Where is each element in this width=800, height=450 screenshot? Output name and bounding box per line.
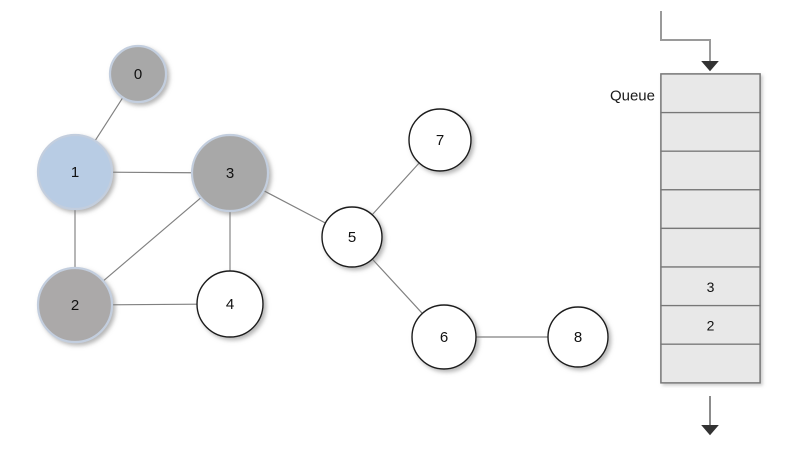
graph-node-label-5: 5 [348,229,356,246]
graph-node-2[interactable]: 2 [36,266,114,344]
graph-edge-2-4 [110,303,199,306]
graph-node-circle-3[interactable] [190,133,270,213]
graph-node-label-2: 2 [71,297,79,314]
queue-cell-5[interactable] [660,266,761,307]
queue-cell-value-6: 2 [707,317,715,333]
queue-cell-4[interactable] [660,227,761,268]
queue-structure: 32 Queue [610,11,761,436]
graph-edge-3-5 [262,189,327,225]
graph-node-label-4: 4 [226,296,234,313]
graph-node-circle-0[interactable] [108,44,168,104]
graph-node-circle-4[interactable] [196,270,264,338]
graph-node-circle-6[interactable] [411,304,477,370]
graph-node-4[interactable]: 4 [196,270,264,338]
queue-label: Queue [610,88,655,105]
graph-node-circle-7[interactable] [408,108,472,172]
graph-edge-5-6 [371,257,424,315]
graph-node-label-7: 7 [436,132,444,149]
graph-node-8[interactable]: 8 [547,306,609,368]
graph-node-3[interactable]: 3 [190,133,270,213]
graph-node-7[interactable]: 7 [408,108,472,172]
queue-cell-6[interactable] [660,304,761,345]
graph-node-layer: 0 1 2 3 4 5 6 7 8 [36,44,609,370]
queue-cell-3[interactable] [660,189,761,230]
queue-cell-2[interactable] [660,150,761,191]
graph-edge-0-1 [93,96,124,143]
graph-node-circle-1[interactable] [36,133,114,211]
graph-edge-1-3 [110,171,194,174]
graph-node-label-3: 3 [226,165,234,182]
graph-node-1[interactable]: 1 [36,133,114,211]
graph-node-label-6: 6 [440,329,448,346]
graph-node-label-1: 1 [71,164,79,181]
graph-node-label-0: 0 [134,66,142,83]
queue-cell-7[interactable] [660,343,761,384]
graph-node-circle-8[interactable] [547,306,609,368]
queue-cell-1[interactable] [660,111,761,152]
queue-cell-layer: 32 [660,73,761,384]
enqueue-arrow [660,11,719,72]
graph-edge-layer [74,96,549,338]
graph-edge-2-3 [102,196,203,283]
graph-node-label-8: 8 [574,329,582,346]
graph-node-5[interactable]: 5 [321,206,383,268]
queue-cell-0[interactable] [660,73,761,114]
graph-node-circle-2[interactable] [36,266,114,344]
queue-cell-value-5: 3 [707,279,715,295]
graph-node-6[interactable]: 6 [411,304,477,370]
graph-node-0[interactable]: 0 [108,44,168,104]
graph-edge-5-7 [371,161,421,216]
graph-node-circle-5[interactable] [321,206,383,268]
